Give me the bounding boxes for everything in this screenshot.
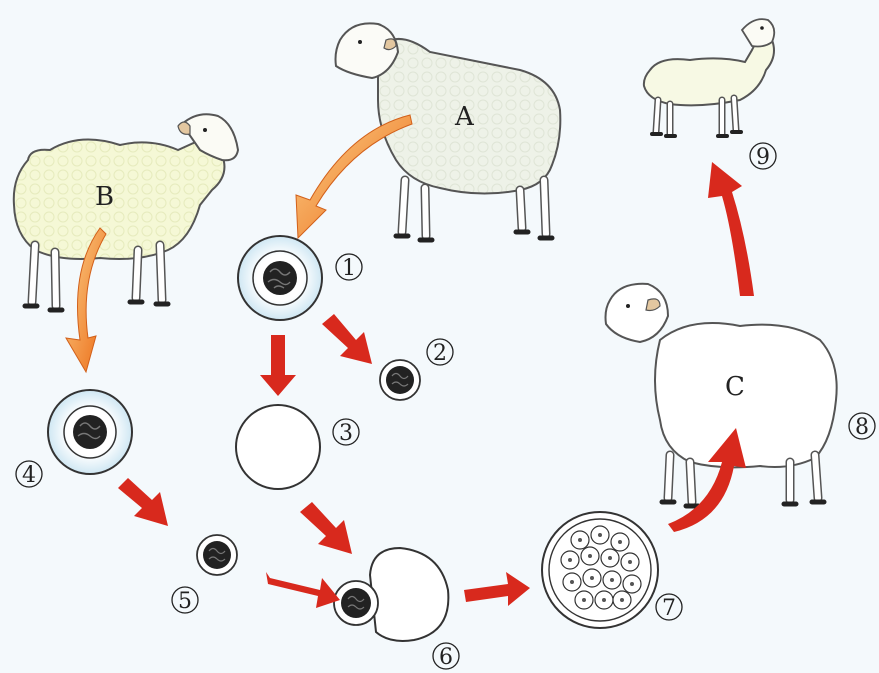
- svg-text:3: 3: [339, 421, 353, 446]
- svg-text:5: 5: [178, 589, 192, 614]
- step-number-7: 7: [656, 594, 682, 621]
- red-arrow-1-to-2: [322, 314, 372, 364]
- step-number-2: 2: [427, 339, 453, 366]
- step-number-5: 5: [172, 587, 198, 614]
- nucleus-2: [380, 360, 420, 400]
- sheep-c-label: C: [725, 372, 745, 402]
- svg-text:8: 8: [855, 415, 869, 440]
- fused-cell-6: [334, 548, 448, 641]
- body-cell-4: [48, 390, 132, 474]
- red-arrow-6-to-7: [464, 572, 530, 606]
- svg-text:7: 7: [662, 596, 676, 621]
- early-embryo-7: [542, 512, 658, 628]
- step-number-4: 4: [16, 461, 42, 488]
- svg-text:1: 1: [342, 256, 356, 281]
- red-arrow-3-to-6: [300, 502, 352, 554]
- sheep-a: [336, 23, 561, 240]
- svg-text:6: 6: [439, 645, 453, 670]
- step-number-8: 8: [849, 413, 875, 440]
- svg-text:2: 2: [433, 341, 447, 366]
- svg-text:4: 4: [22, 463, 36, 488]
- svg-text:9: 9: [756, 145, 770, 170]
- sheep-a-label: A: [454, 102, 475, 132]
- egg-cell-1: [238, 236, 322, 320]
- enucleated-egg-3: [236, 405, 320, 489]
- lamb-9: [644, 19, 774, 136]
- sheep-b: [14, 114, 238, 310]
- step-number-9: 9: [750, 143, 776, 170]
- red-arrow-4-to-5: [118, 478, 168, 526]
- sheep-b-label: B: [95, 182, 114, 212]
- step-number-6: 6: [433, 643, 459, 670]
- red-arrow-5-to-6: [266, 572, 340, 608]
- step-number-3: 3: [333, 419, 359, 446]
- red-arrow-1-to-3: [260, 335, 296, 396]
- nucleus-5: [197, 535, 237, 575]
- red-arrow-8-to-9: [708, 162, 754, 296]
- step-number-1: 1: [336, 254, 362, 281]
